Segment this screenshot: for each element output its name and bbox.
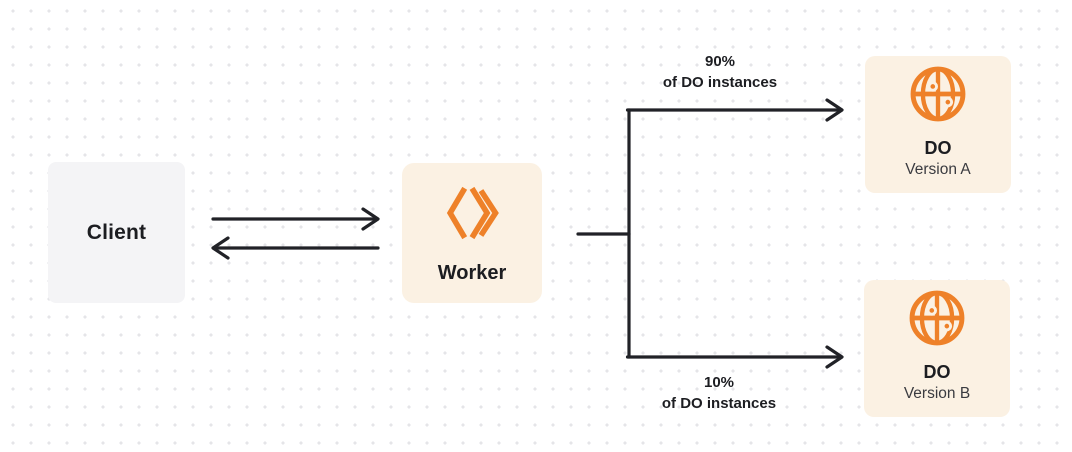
worker-label: Worker (437, 262, 507, 284)
branch-percent: 10% (703, 374, 735, 391)
globe-icon (910, 66, 966, 122)
do-a-subtitle: Version A (905, 161, 971, 178)
node-do-version-a: DO Version A (865, 56, 1011, 193)
worker-to-client-arrow (211, 236, 380, 260)
branch-arrow-version-b (625, 345, 844, 369)
do-b-subtitle: Version B (903, 385, 971, 402)
branch-label-90-percent: 90% of DO instances (610, 51, 830, 93)
do-b-title: DO (923, 362, 951, 382)
branch-caption: of DO instances (661, 395, 777, 412)
workers-icon (446, 186, 499, 240)
branch-arrow-version-a (625, 98, 844, 122)
client-label: Client (86, 220, 147, 244)
node-client: Client (48, 162, 185, 303)
do-a-title: DO (924, 138, 952, 158)
node-worker: Worker (402, 163, 542, 303)
branch-caption: of DO instances (662, 74, 778, 91)
branch-percent: 90% (704, 53, 736, 70)
globe-icon (909, 290, 965, 346)
node-do-version-b: DO Version B (864, 280, 1010, 417)
client-to-worker-arrow (211, 207, 380, 231)
worker-split-connector (576, 108, 631, 359)
branch-label-10-percent: 10% of DO instances (609, 372, 829, 414)
